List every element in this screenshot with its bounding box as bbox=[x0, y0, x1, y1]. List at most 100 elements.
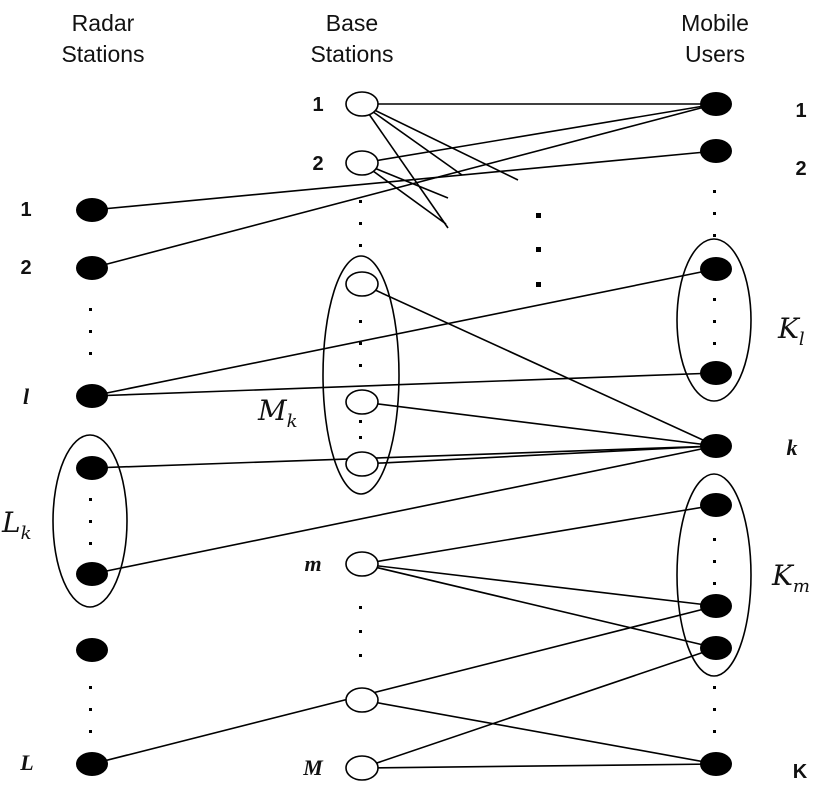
edge-bm-km-low bbox=[361, 563, 717, 649]
ellipsis-dot bbox=[359, 420, 362, 423]
mobile-user-nodes bbox=[700, 92, 732, 776]
group-ellipse-Km bbox=[676, 473, 752, 677]
ellipsis-dot bbox=[359, 606, 362, 609]
edge-stub bbox=[361, 162, 447, 225]
mobile-node-km-top bbox=[700, 493, 732, 517]
group-label-Lk: Lk bbox=[1, 506, 32, 544]
base-label-1: 1 bbox=[312, 94, 323, 116]
base-node bbox=[345, 687, 379, 713]
radar-node-lk-bottom bbox=[76, 562, 108, 586]
edge-rl-kl-bottom bbox=[91, 372, 717, 397]
ellipsis-dot bbox=[713, 234, 716, 237]
group-label-Kl-sub: l bbox=[799, 329, 805, 350]
edge-stub bbox=[361, 103, 449, 229]
base-node-mk-bottom bbox=[345, 451, 379, 477]
ellipsis-dot bbox=[89, 498, 92, 501]
group-ellipses bbox=[52, 238, 752, 677]
ellipsis-dot bbox=[713, 730, 716, 733]
ellipsis-dot bbox=[359, 320, 362, 323]
ellipsis-dot bbox=[359, 244, 362, 247]
edge-lk-top-uk bbox=[91, 445, 717, 469]
ellipsis-dot bbox=[536, 213, 541, 218]
group-label-Km-main: K bbox=[771, 559, 795, 592]
group-ellipse-Mk bbox=[322, 255, 400, 495]
group-label-Km-sub: m bbox=[793, 576, 810, 597]
group-label-Mk-sub: k bbox=[287, 411, 298, 432]
ellipsis-dot bbox=[713, 538, 716, 541]
base-node-M bbox=[345, 755, 379, 781]
mobile-node-kl-bottom bbox=[700, 361, 732, 385]
ellipsis-dot bbox=[713, 212, 716, 215]
radar-node-lk-top bbox=[76, 456, 108, 480]
mobile-label-K: K bbox=[793, 761, 808, 783]
ellipsis-dot bbox=[713, 582, 716, 585]
group-label-Kl-main: K bbox=[777, 312, 801, 345]
edge-mk-top-uk bbox=[361, 283, 717, 447]
edge-bm-km-mid bbox=[361, 563, 717, 607]
base-node-2 bbox=[345, 150, 379, 176]
base-node-1 bbox=[345, 91, 379, 117]
radar-node-L bbox=[76, 752, 108, 776]
group-ellipse-Lk bbox=[52, 434, 128, 608]
base-label-m: m bbox=[304, 551, 321, 576]
ellipsis-dots bbox=[89, 190, 716, 733]
radar-label-2: 2 bbox=[20, 257, 31, 279]
base-label-2: 2 bbox=[312, 153, 323, 175]
mobile-node-1 bbox=[700, 92, 732, 116]
ellipsis-dot bbox=[536, 247, 541, 252]
ellipsis-dot bbox=[89, 308, 92, 311]
radar-node bbox=[76, 638, 108, 662]
group-label-Kl: Kl bbox=[777, 312, 805, 350]
ellipsis-dot bbox=[359, 200, 362, 203]
group-labels: Lk Mk Kl Km bbox=[1, 312, 810, 597]
radar-label-l: l bbox=[23, 384, 30, 409]
mobile-node-km-mid bbox=[700, 594, 732, 618]
radar-node-1 bbox=[76, 198, 108, 222]
edge-stub bbox=[361, 103, 463, 176]
ellipsis-dot bbox=[89, 330, 92, 333]
mobile-label-2: 2 bbox=[795, 158, 806, 180]
ellipsis-dot bbox=[359, 654, 362, 657]
edge-rl-kl-top bbox=[91, 268, 717, 397]
ellipsis-dot bbox=[713, 708, 716, 711]
edge-bM-uK bbox=[361, 763, 717, 769]
ellipsis-dot bbox=[713, 298, 716, 301]
radar-node-2 bbox=[76, 256, 108, 280]
mobile-node-kl-top bbox=[700, 257, 732, 281]
group-ellipse-Kl bbox=[676, 238, 752, 402]
ellipsis-dot bbox=[713, 190, 716, 193]
radar-label-L: L bbox=[19, 750, 33, 775]
edge-rL-km bbox=[91, 605, 717, 765]
group-label-Km: Km bbox=[771, 559, 810, 597]
header-mobile-line1: Mobile bbox=[681, 10, 749, 36]
base-node-m bbox=[345, 551, 379, 577]
ellipsis-dot bbox=[359, 342, 362, 345]
mobile-node-km-low bbox=[700, 636, 732, 660]
base-node-mk-mid bbox=[345, 389, 379, 415]
ellipsis-dot bbox=[359, 630, 362, 633]
ellipsis-dot bbox=[359, 222, 362, 225]
mobile-label-k: k bbox=[787, 435, 798, 460]
ellipsis-dot bbox=[536, 282, 541, 287]
ellipsis-dot bbox=[89, 686, 92, 689]
group-label-Lk-main: L bbox=[1, 506, 21, 539]
edge-b2-u1 bbox=[361, 103, 717, 164]
ellipsis-dot bbox=[359, 436, 362, 439]
radar-label-1: 1 bbox=[20, 199, 31, 221]
edge-r2-u1 bbox=[91, 103, 717, 269]
ellipsis-dot bbox=[359, 364, 362, 367]
base-label-M: M bbox=[302, 755, 324, 780]
edge-mk-mid-uk bbox=[361, 401, 717, 447]
header-base-line1: Base bbox=[326, 10, 378, 36]
header-base-line2: Stations bbox=[310, 41, 393, 67]
header-radar-line1: Radar bbox=[72, 10, 135, 36]
ellipsis-dot bbox=[89, 520, 92, 523]
ellipsis-dot bbox=[89, 708, 92, 711]
ellipsis-dot bbox=[713, 560, 716, 563]
column-headers: Radar Stations Base Stations Mobile User… bbox=[61, 10, 748, 67]
group-label-Mk: Mk bbox=[257, 394, 298, 432]
edges bbox=[91, 103, 717, 769]
base-station-nodes bbox=[345, 91, 379, 781]
edge-mk-bottom-uk bbox=[361, 445, 717, 465]
